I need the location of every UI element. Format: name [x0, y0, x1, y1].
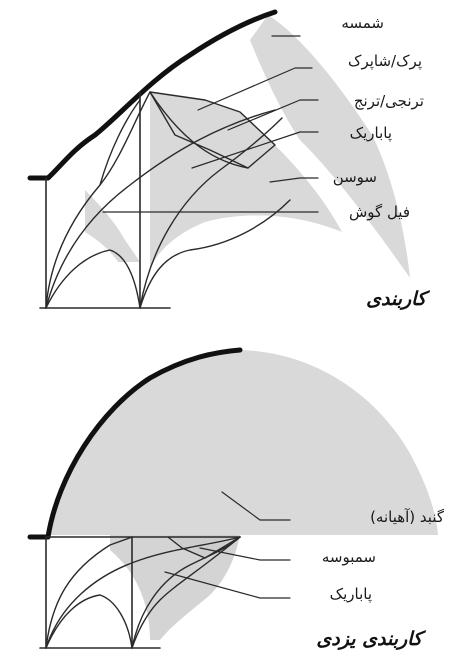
label-filgoosh: فیل گوش [348, 203, 410, 221]
label-gonbad: گنبد (آهیانه) [370, 508, 444, 526]
title-karbandi: کاربندی [366, 288, 426, 310]
dome-fill [46, 350, 438, 535]
top-karbandi-figure [27, 9, 410, 309]
leader-pabarik [191, 131, 319, 169]
leader-sambooseh [199, 547, 291, 561]
leader-toranj [227, 99, 319, 131]
label-toranj: ترنجی/ترنج [353, 92, 424, 110]
leader-pabarik-lower [164, 571, 291, 599]
parak-fill [150, 92, 275, 168]
filgoosh-fill [85, 190, 140, 262]
label-shamseh: شمسه [341, 14, 384, 32]
label-soosan: سوسن [332, 168, 377, 186]
bottom-outer-arch [27, 347, 243, 540]
bottom-rib-5 [131, 536, 241, 649]
top-outer-arch [27, 9, 278, 181]
label-parak: پرک/شاپرک [348, 52, 422, 70]
label-pabarik-top: پاباریک [349, 124, 392, 142]
title-karbandi-yazdi: کاربندی یزدی [316, 628, 422, 650]
rib-6 [149, 91, 276, 169]
rib-5 [139, 117, 283, 309]
bottom-karbandi-yazdi-figure [27, 347, 438, 649]
bottom-rib-1 [45, 536, 133, 649]
rib-8 [99, 99, 141, 186]
leader-parak [197, 67, 313, 111]
rib-7 [149, 91, 249, 169]
soosan-fill [150, 92, 342, 268]
rib-1 [45, 91, 151, 309]
shamseh-fill [250, 15, 410, 278]
leader-soosan [269, 177, 319, 183]
bottom-rib-2 [45, 536, 241, 649]
bottom-rib-6 [167, 536, 241, 559]
rib-2 [45, 109, 276, 309]
rib-3 [45, 249, 141, 309]
label-sambooseh: سمبوسه [321, 548, 376, 566]
rib-4 [139, 199, 291, 309]
bottom-rib-3 [45, 594, 133, 649]
label-pabarik-bottom: پاباریک [329, 585, 372, 603]
leader-gonbad [221, 491, 291, 521]
bottom-rib-4 [131, 536, 241, 649]
